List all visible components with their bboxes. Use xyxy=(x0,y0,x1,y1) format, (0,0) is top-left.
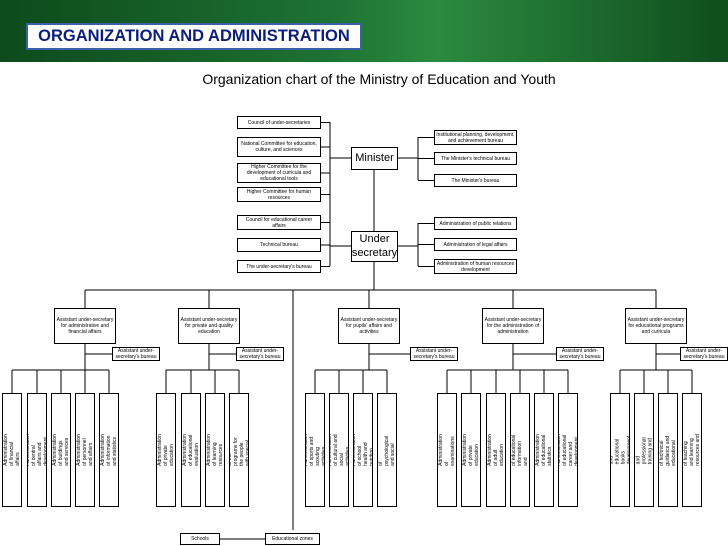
connector-lines xyxy=(11,122,693,540)
department-box-label: Administration of private education xyxy=(157,434,175,466)
department-box-label: Administration of personnel and affairs xyxy=(76,434,94,466)
department-box: Board of educational and professional tr… xyxy=(634,393,654,507)
department-box: Administration of information and statis… xyxy=(99,393,119,507)
department-box: Administration of technical guidance and… xyxy=(658,393,678,507)
under-unit-box: Administration of human resources develo… xyxy=(434,259,517,274)
department-box: Administration of private education xyxy=(461,393,481,507)
council-box: Technical bureau xyxy=(237,238,321,252)
under-unit-box: Administration of legal affairs xyxy=(434,238,517,251)
schools-box: Schools xyxy=(180,533,220,545)
department-box-label: Administration of financial affairs xyxy=(3,434,21,466)
department-box: Administration of teaching and learning … xyxy=(682,393,702,507)
slide-title: ORGANIZATION AND ADMINISTRATION xyxy=(38,27,350,45)
department-box-label: Administration of private education xyxy=(462,434,480,466)
department-box-label: Administration of central affairs and de… xyxy=(27,434,47,466)
department-box-label: Administration of educational career and… xyxy=(558,434,578,466)
department-box: Administration of sports and scouting ac… xyxy=(305,393,325,507)
department-box: Administration of personnel and affairs xyxy=(75,393,95,507)
department-box-label: Administration of examinations xyxy=(438,434,456,466)
org-chart-panel: Organization chart of the Ministry of Ed… xyxy=(0,62,728,546)
chart-title-text: Organization chart of the Ministry of Ed… xyxy=(202,71,556,87)
chart-title: Organization chart of the Ministry of Ed… xyxy=(0,71,728,87)
department-box: Administration of educational career and… xyxy=(558,393,578,507)
assistant-bureau-box: Assistant under-secretary's bureau xyxy=(556,347,604,361)
department-box-label: Administration of sports and scouting ac… xyxy=(305,434,325,466)
department-box-label: Administration of teaching and learning … xyxy=(683,434,701,466)
assistant-box: Assistant under-secretary for administra… xyxy=(54,308,116,344)
department-box: Administration of examinations xyxy=(437,393,457,507)
council-box: Council of under-secretaries xyxy=(237,116,321,129)
department-box-label: Administration of technical guidance and… xyxy=(659,435,677,466)
department-box: Administration of educational statistics xyxy=(534,393,554,507)
council-box: Higher Committee for the development of … xyxy=(237,163,321,183)
department-box-label: Administration of school health and nutr… xyxy=(353,434,373,466)
department-box-label: Administration of educational informatio… xyxy=(511,434,529,466)
department-box-label: Administration of learning resources xyxy=(206,434,224,466)
assistant-box: Assistant under-secretary for educationa… xyxy=(625,308,687,344)
assistant-box: Assistant under-secretary for private an… xyxy=(178,308,240,344)
department-box-label: Administration of psychological and soci… xyxy=(378,435,396,466)
department-box: Administration of educational informatio… xyxy=(510,393,530,507)
department-box-label: Administration of information and statis… xyxy=(100,434,118,466)
minister-unit-box: The Minister's bureau xyxy=(434,174,517,187)
department-box: Administration of school health and nutr… xyxy=(353,393,373,507)
department-box-label: Administration of the programs for the p… xyxy=(229,437,249,466)
assistant-bureau-box: Assistant under-secretary's bureau xyxy=(112,347,160,361)
assistant-box: Assistant under-secretary for the admini… xyxy=(482,308,544,344)
department-box-label: Administration of buildings and services xyxy=(52,434,70,466)
educational-zones-box: Educational zones xyxy=(265,533,320,545)
department-box-label: Administration of cultural and social ac… xyxy=(329,434,349,466)
header-box: ORGANIZATION AND ADMINISTRATION xyxy=(26,23,362,50)
department-box: Administration of central affairs and de… xyxy=(27,393,47,507)
department-box: Administration of the programs for the p… xyxy=(229,393,249,507)
assistant-bureau-box: Assistant under-secretary's bureau xyxy=(410,347,458,361)
council-box: The under-secretary's bureau xyxy=(237,260,321,273)
assistant-bureau-box: Assistant under-secretary's bureau xyxy=(236,347,284,361)
department-box: Administration of cultural and social ac… xyxy=(329,393,349,507)
under-unit-box: Administration of public relations xyxy=(434,217,517,230)
department-box: Administration of educational evaluation xyxy=(181,393,201,507)
council-box: National Committee for education, cultur… xyxy=(237,137,321,157)
department-box: Administration of learning resources xyxy=(205,393,225,507)
minister-box: Minister xyxy=(351,147,398,170)
department-box: Curriculum and educational books develop… xyxy=(610,393,630,507)
department-box: Administration of adult education xyxy=(486,393,506,507)
department-box: Administration of financial affairs xyxy=(2,393,22,507)
department-box: Administration of buildings and services xyxy=(51,393,71,507)
department-box: Administration of private education xyxy=(156,393,176,507)
minister-unit-box: Institutional planning, development, and… xyxy=(434,130,517,145)
council-box: Higher Committee for human resources xyxy=(237,187,321,202)
department-box-label: Administration of educational statistics xyxy=(535,434,553,466)
under-secretary-box: Under secretary xyxy=(351,231,398,262)
department-box-label: Administration of adult education xyxy=(487,434,505,466)
department-box-label: Administration of educational evaluation xyxy=(182,434,200,466)
department-box-label: Board of educational and professional tr… xyxy=(635,437,654,465)
minister-unit-box: The Minister's technical bureau xyxy=(434,152,517,165)
department-box: Administration of psychological and soci… xyxy=(377,393,397,507)
assistant-bureau-box: Assistant under-secretary's bureau xyxy=(680,347,728,361)
department-box-label: Curriculum and educational books develop… xyxy=(610,435,630,465)
assistant-box: Assistant under-secretary for pupils' af… xyxy=(338,308,400,344)
council-box: Council for educational career affairs xyxy=(237,215,321,230)
